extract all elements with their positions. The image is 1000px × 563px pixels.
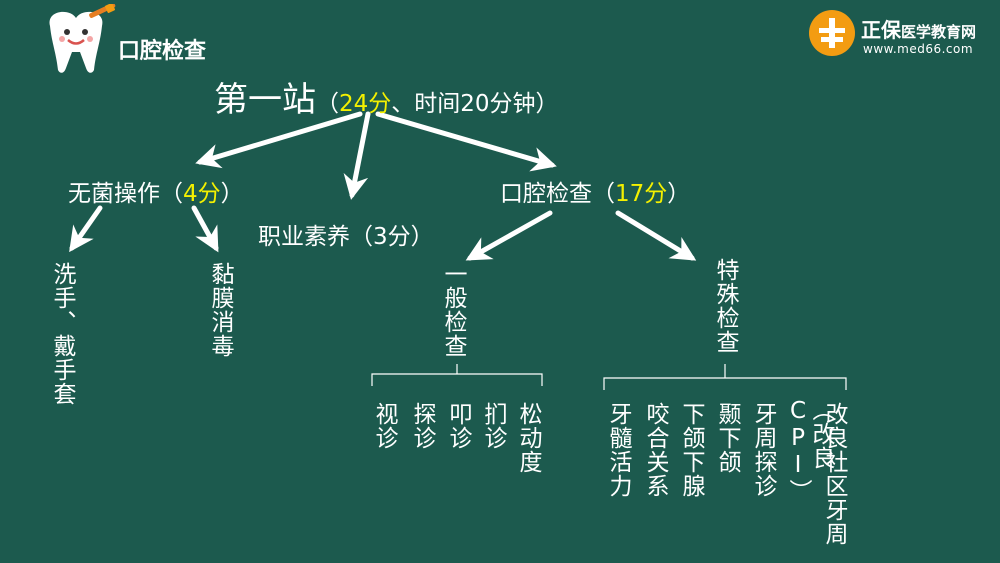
item-inspection: 视诊: [371, 402, 397, 450]
root-score: 24分: [339, 91, 392, 117]
arrow-oral-to-general: [465, 210, 553, 261]
arrow-root-to-oral: [375, 111, 557, 172]
branch-aseptic-label: 无菌操作（: [68, 181, 183, 207]
root-detail-open: （: [316, 91, 339, 117]
item-tmj: 颞下颌: [714, 402, 740, 474]
branch-aseptic: 无菌操作（4分）: [68, 174, 244, 208]
branch-oral-score: 17分: [615, 181, 668, 207]
arrow-root-to-professional: [343, 111, 371, 200]
arrow-aseptic-to-wash: [69, 205, 103, 253]
root-node: 第一站（24分、时间20分钟）: [214, 72, 559, 121]
branch-professional: 职业素养（3分）: [258, 224, 434, 250]
item-palpation: 扪诊: [480, 402, 506, 450]
bracket-special: [603, 364, 847, 390]
branch-aseptic-close: ）: [220, 181, 244, 207]
brand-name-suffix: 医学教育网: [901, 23, 977, 41]
brand-name-main: 正保: [861, 18, 901, 42]
arrow-root-to-aseptic: [195, 111, 363, 169]
bracket-general: [371, 364, 543, 386]
item-mobility: 松动度: [515, 402, 541, 474]
item-submandibular-gland: 下颌下腺: [678, 402, 704, 498]
item-periodontal-probing: 牙周探诊: [750, 402, 776, 498]
node-special-exam: 特殊检查: [712, 258, 738, 354]
item-percussion: 叩诊: [445, 402, 471, 450]
item-wash-gloves: 洗手、戴手套: [49, 262, 75, 406]
brand-url: www.med66.com: [863, 42, 974, 56]
node-general-exam: 一般检查: [440, 262, 466, 358]
branch-oral-close: ）: [667, 181, 691, 207]
item-pulp-vitality: 牙髓活力: [605, 402, 631, 498]
brand-name: 正保医学教育网: [861, 14, 976, 43]
branch-oral-label: 口腔检查（: [500, 181, 615, 207]
item-modified-cpi: （改良CPI）: [785, 398, 834, 503]
item-probing: 探诊: [409, 402, 435, 450]
branch-oral: 口腔检查（17分）: [500, 174, 690, 208]
arrow-aseptic-to-mucosa: [191, 205, 219, 253]
item-occlusion: 咬合关系: [642, 402, 668, 498]
arrow-oral-to-special: [615, 210, 697, 261]
med66-logo-icon: [809, 10, 855, 56]
item-modified-community-periodontal: 改良社区牙周: [821, 402, 847, 546]
page-title: 口腔检查: [118, 39, 207, 64]
item-mucosa-disinfection: 黏膜消毒: [207, 262, 233, 358]
root-title: 第一站: [214, 80, 316, 120]
branch-aseptic-score: 4分: [183, 181, 221, 207]
root-detail-rest: 、时间20分钟）: [391, 91, 559, 117]
tooth-mascot-icon: [49, 4, 116, 73]
